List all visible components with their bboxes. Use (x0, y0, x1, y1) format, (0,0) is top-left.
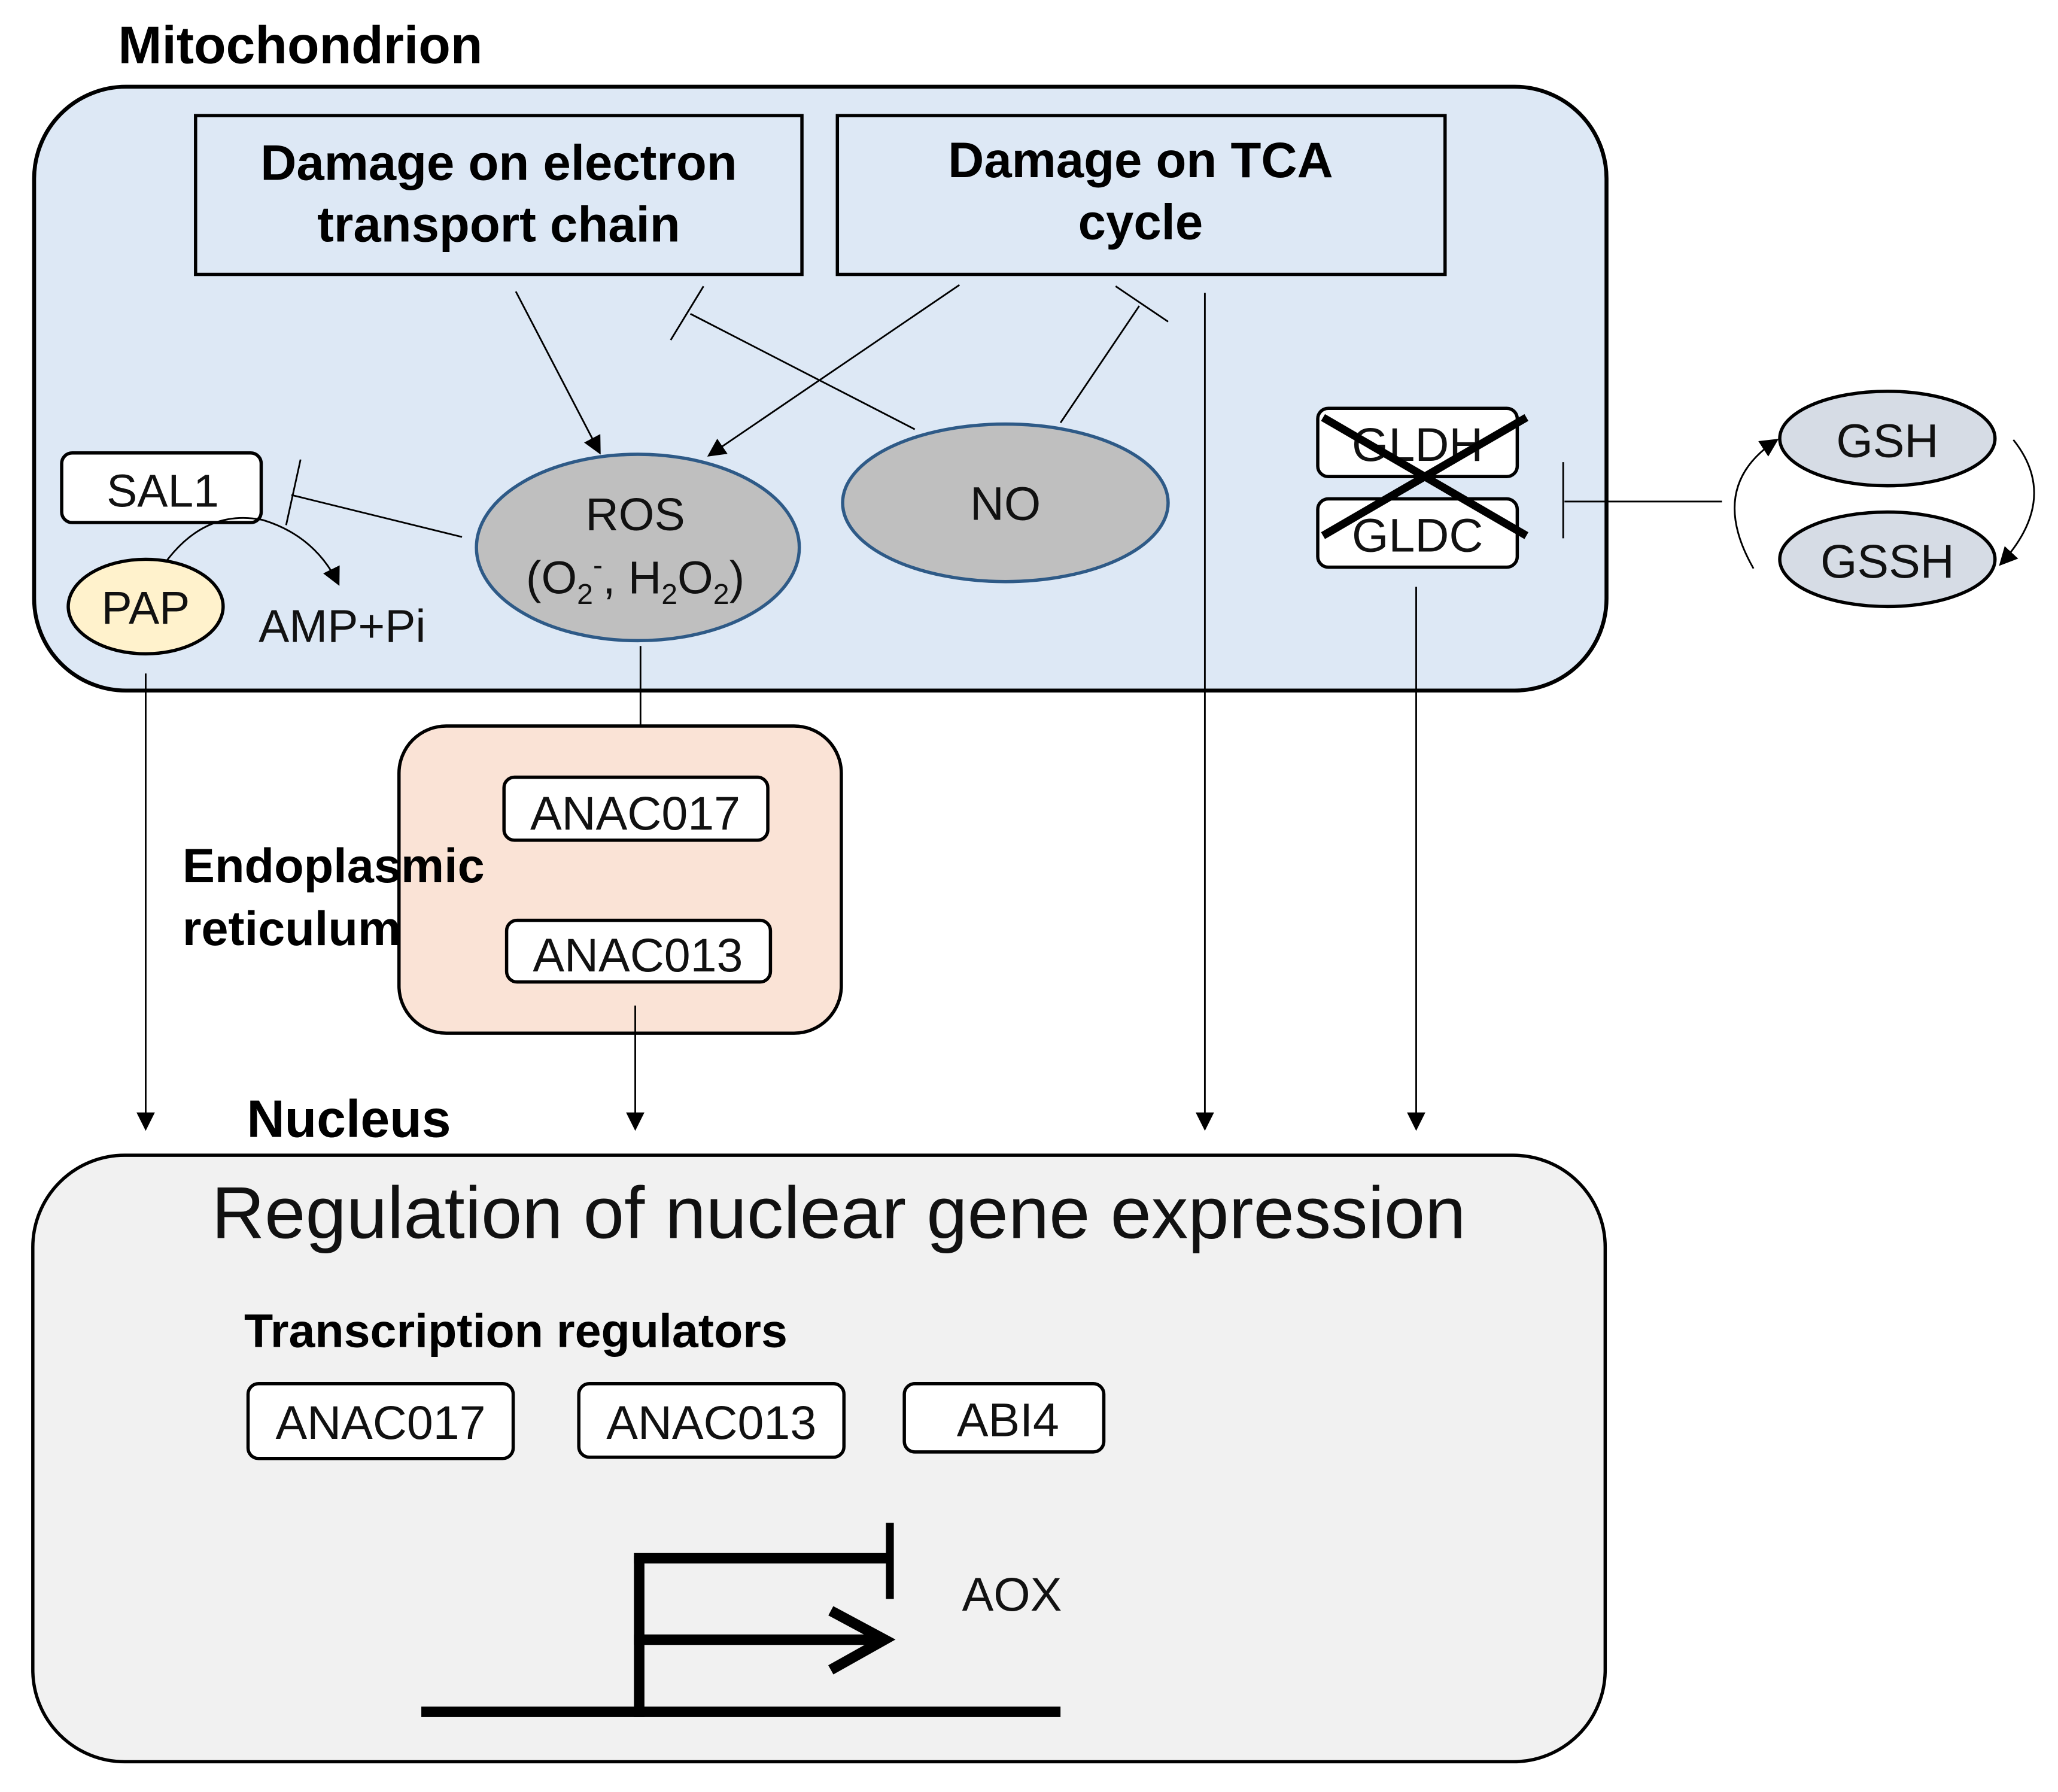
regulator-abi4-label: ABI4 (957, 1394, 1059, 1447)
mitochondrion-compartment (32, 84, 1609, 693)
edge-gsh-to-gssh-arc (1999, 439, 2035, 566)
damage-etc-line2: transport chain (317, 197, 680, 253)
edge-tca-to-ros (707, 284, 960, 457)
damage-tca-line2: cycle (1078, 194, 1203, 250)
regulator-anac017-label: ANAC017 (276, 1396, 486, 1449)
amp-pi-label: AMP+Pi (259, 602, 425, 652)
nucleus-title: Nucleus (247, 1089, 451, 1148)
edge-pap-to-amp-arc (153, 517, 340, 586)
mitochondrion-title: Mitochondrion (118, 16, 482, 74)
er-anac017-node: ANAC017 (502, 775, 770, 842)
regulator-anac013: ANAC013 (577, 1382, 846, 1459)
er-anac013-node: ANAC013 (504, 918, 773, 984)
ros-node: ROS (O2-, H2O2) (475, 452, 801, 643)
knockout-cross-icon (1321, 414, 1529, 539)
edge-no-inhibits-tca (1059, 285, 1169, 424)
no-node: NO (841, 422, 1170, 584)
sal1-node: SAL1 (60, 451, 263, 524)
nucleus-heading: Regulation of nuclear gene expression (211, 1172, 1466, 1254)
edge-no-inhibits-etc (670, 285, 916, 430)
er-anac017-label: ANAC017 (530, 787, 740, 840)
aox-gene-promoter-icon (421, 1523, 1061, 1717)
no-label: NO (970, 478, 1041, 530)
gssh-label: GSSH (1820, 535, 1954, 588)
ros-label: ROS (585, 490, 685, 540)
regulator-anac013-label: ANAC013 (606, 1396, 816, 1449)
edge-ros-inhibits-sal1 (285, 459, 463, 538)
damage-tca-box: Damage on TCA cycle (835, 114, 1447, 277)
regulator-abi4: ABI4 (902, 1382, 1106, 1454)
er-anac013-label: ANAC013 (533, 929, 743, 982)
regulator-anac017: ANAC017 (246, 1382, 515, 1460)
pap-label: PAP (102, 583, 190, 634)
gsh-label: GSH (1836, 414, 1938, 467)
aox-label: AOX (962, 1568, 1062, 1621)
regulators-title: Transcription regulators (244, 1304, 788, 1357)
er-title-line1: Endoplasmic (183, 839, 485, 893)
edge-etc-to-ros (515, 291, 601, 455)
pap-node: PAP (66, 557, 225, 656)
damage-etc-box: Damage on electron transport chain (194, 114, 804, 277)
edge-glutathione-inhibits-gldh (1562, 462, 1722, 539)
er-title-line2: reticulum (183, 902, 401, 956)
damage-etc-line1: Damage on electron (260, 135, 737, 191)
edge-gssh-to-gsh-arc (1734, 439, 1779, 569)
gsh-node: GSH (1778, 389, 1997, 488)
ros-formula: (O2-, H2O2) (526, 549, 744, 611)
gldc-label: GLDC (1352, 509, 1483, 561)
sal1-label: SAL1 (107, 466, 219, 517)
gssh-node: GSSH (1778, 510, 1997, 609)
damage-tca-line1: Damage on TCA (948, 132, 1333, 188)
